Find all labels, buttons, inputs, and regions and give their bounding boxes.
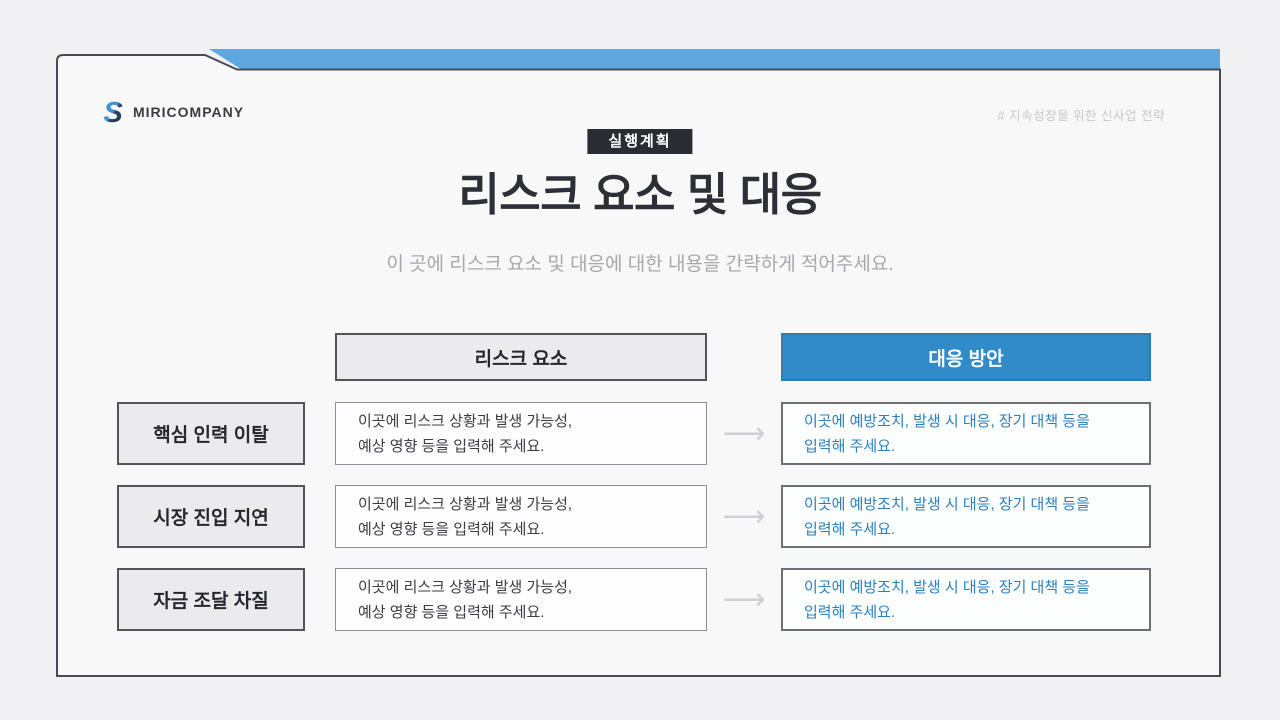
risk-row-label: 자금 조달 차질: [117, 568, 305, 631]
risk-description-placeholder: 이곳에 리스크 상황과 발생 가능성, 예상 영향 등을 입력해 주세요.: [335, 568, 707, 631]
response-description-placeholder: 이곳에 예방조치, 발생 시 대응, 장기 대책 등을 입력해 주세요.: [781, 485, 1151, 548]
risk-row-label: 핵심 인력 이탈: [117, 402, 305, 465]
svg-text:S: S: [103, 98, 123, 126]
risk-row-label: 시장 진입 지연: [117, 485, 305, 548]
company-logo: S MIRICOMPANY: [99, 98, 244, 126]
response-description-placeholder: 이곳에 예방조치, 발생 시 대응, 장기 대책 등을 입력해 주세요.: [781, 402, 1151, 465]
section-badge: 실행계획: [587, 129, 693, 154]
response-description-placeholder: 이곳에 예방조치, 발생 시 대응, 장기 대책 등을 입력해 주세요.: [781, 568, 1151, 631]
company-name: MIRICOMPANY: [133, 104, 245, 120]
risk-description-placeholder: 이곳에 리스크 상황과 발생 가능성, 예상 영향 등을 입력해 주세요.: [335, 402, 707, 465]
accent-bar: [209, 49, 1220, 69]
right-arrow-icon: ⟶: [722, 417, 766, 450]
page-title: 리스크 요소 및 대응: [458, 169, 822, 220]
slide-topic-hashtag: # 지속성장을 위한 신사업 전략: [997, 109, 1165, 123]
right-arrow-icon: ⟶: [722, 500, 766, 533]
response-column-header: 대응 방안: [781, 333, 1151, 381]
company-logo-icon: S: [103, 98, 123, 126]
risk-description-placeholder: 이곳에 리스크 상황과 발생 가능성, 예상 영향 등을 입력해 주세요.: [335, 485, 707, 548]
page-subtitle: 이 곳에 리스크 요소 및 대응에 대한 내용을 간략하게 적어주세요.: [386, 254, 894, 275]
risk-column-header: 리스크 요소: [335, 333, 707, 381]
right-arrow-icon: ⟶: [722, 583, 766, 616]
